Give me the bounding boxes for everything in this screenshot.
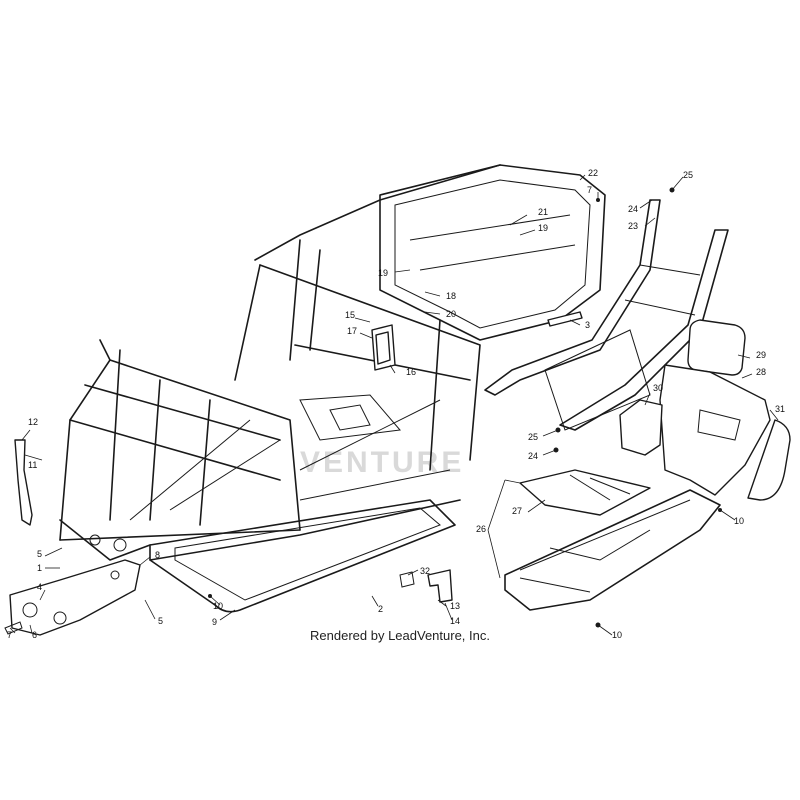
front-bar-part-12	[14, 439, 33, 526]
front-mount-part-1	[4, 559, 141, 636]
callout-1: 1	[37, 563, 42, 573]
callout-12: 12	[28, 417, 38, 427]
bar-part-3	[547, 311, 583, 327]
seat-cushion-part-30	[619, 399, 663, 456]
callout-5: 5	[158, 616, 163, 626]
bolt-part-32	[399, 571, 415, 588]
callout-2: 2	[378, 604, 383, 614]
callout-27: 27	[512, 506, 522, 516]
callout-24: 24	[528, 451, 538, 461]
callout-3: 3	[585, 320, 590, 330]
callout-13: 13	[450, 601, 460, 611]
callout-28: 28	[756, 367, 766, 377]
bed-floor-part-26	[504, 469, 721, 611]
bracket-part-13	[427, 569, 453, 603]
callout-6: 6	[32, 630, 37, 640]
callout-8: 8	[155, 550, 160, 560]
seat-back-part-29	[687, 319, 746, 376]
callout-31: 31	[775, 404, 785, 414]
hardware-markers	[208, 187, 722, 628]
callout-24: 24	[628, 204, 638, 214]
callout-32: 32	[420, 566, 430, 576]
callout-16: 16	[406, 367, 416, 377]
callout-4: 4	[37, 582, 42, 592]
callout-30: 30	[653, 383, 663, 393]
callout-23: 23	[628, 221, 638, 231]
callout-25: 25	[683, 170, 693, 180]
callout-21: 21	[538, 207, 548, 217]
callout-25: 25	[528, 432, 538, 442]
callout-7: 7	[587, 185, 592, 195]
callout-14: 14	[450, 616, 460, 626]
callout-26: 26	[476, 524, 486, 534]
callout-labels: 22 7 25 24 23 21 19 19 18 20 15 17 16 3 …	[7, 168, 785, 640]
callout-10: 10	[612, 630, 622, 640]
callout-10: 10	[213, 601, 223, 611]
callout-19: 19	[378, 268, 388, 278]
callout-7: 7	[7, 630, 12, 640]
seat-panel-part-28	[659, 364, 771, 496]
callout-17: 17	[347, 326, 357, 336]
callout-15: 15	[345, 310, 355, 320]
side-panel-part-31	[747, 419, 791, 501]
callout-9: 9	[212, 617, 217, 627]
render-credit: Rendered by LeadVenture, Inc.	[310, 628, 490, 643]
leader-lines	[9, 174, 779, 636]
main-frame-part	[59, 164, 606, 613]
callout-10: 10	[734, 516, 744, 526]
watermark-text: VENTURE	[300, 446, 464, 479]
bed-frame-part-23	[484, 199, 729, 431]
callout-18: 18	[446, 291, 456, 301]
callout-19: 19	[538, 223, 548, 233]
callout-11: 11	[28, 460, 37, 470]
bracket-part-16	[371, 324, 396, 371]
callout-20: 20	[446, 309, 456, 319]
callout-5: 5	[37, 549, 42, 559]
callout-29: 29	[756, 350, 766, 360]
callout-22: 22	[588, 168, 598, 178]
floor-mat-part-27	[519, 469, 651, 516]
